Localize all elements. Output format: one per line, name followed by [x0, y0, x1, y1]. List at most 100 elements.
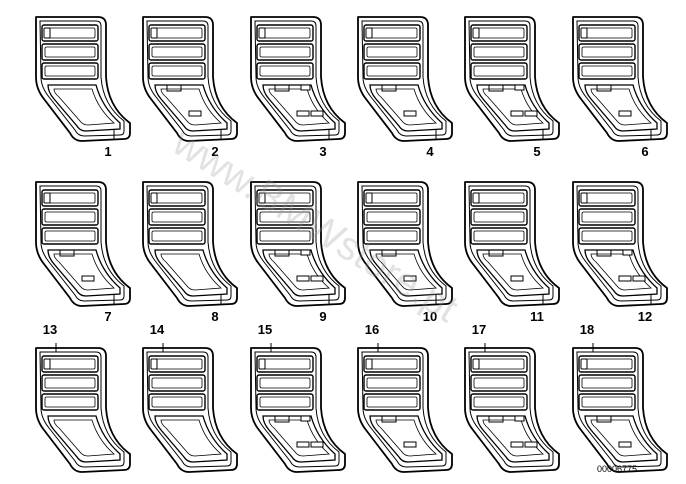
slot-3 [256, 227, 314, 245]
slot-1 [41, 189, 99, 207]
slot-2 [148, 374, 206, 392]
slot-1 [363, 24, 421, 42]
switch-detail-lower [296, 441, 310, 448]
switch-detail-lower [81, 275, 95, 282]
lower-tray-inset [268, 253, 330, 291]
lower-tray-inset [375, 419, 437, 457]
lower-tray [476, 415, 550, 463]
lower-tray [47, 415, 121, 463]
slot-3-inset [581, 230, 633, 242]
switch-button [580, 27, 588, 39]
switch-detail-upper [274, 416, 290, 423]
part-6: 6 [572, 16, 668, 159]
part-2: 2 [142, 16, 238, 159]
lower-tray [369, 249, 443, 297]
panel-inner-frame [576, 20, 662, 137]
switch-button [472, 358, 480, 370]
switch-detail-lower [403, 110, 417, 117]
part-number-label: 6 [641, 144, 648, 159]
slot-1 [578, 24, 636, 42]
slot-2 [363, 43, 421, 61]
part-15: 15 [250, 322, 346, 473]
switch-detail-lower-2 [632, 275, 646, 282]
slot-3-inset [366, 396, 418, 408]
lower-tray-inset [53, 419, 115, 457]
switch-button [472, 192, 480, 204]
slot-2-inset [44, 46, 96, 58]
slot-3-inset [366, 65, 418, 77]
slot-3-inset [366, 230, 418, 242]
slot-3-inset [473, 396, 525, 408]
slot-2 [148, 208, 206, 226]
part-number-label: 5 [533, 144, 540, 159]
slot-2 [578, 374, 636, 392]
lower-tray-inset [590, 88, 652, 126]
panel-inner-frame [39, 20, 125, 137]
switch-detail-upper-2 [300, 84, 311, 91]
switch-button [43, 192, 51, 204]
slot-1 [470, 24, 528, 42]
lower-tray [47, 249, 121, 297]
slot-2-inset [473, 377, 525, 389]
switch-button [365, 358, 373, 370]
slot-2-inset [44, 377, 96, 389]
part-number-label: 10 [423, 309, 437, 324]
lower-tray-inset [482, 253, 544, 291]
panel-inner-frame [576, 185, 662, 302]
slot-1 [256, 355, 314, 373]
slot-3 [148, 227, 206, 245]
panel-inner-frame [146, 20, 232, 137]
part-number-label: 7 [104, 309, 111, 324]
panel-inner-frame [254, 185, 340, 302]
slot-3-inset [151, 396, 203, 408]
slot-2-inset [44, 211, 96, 223]
slot-3 [363, 227, 421, 245]
part-number-label: 1 [104, 144, 111, 159]
switch-detail-upper-2 [514, 84, 525, 91]
slot-3 [256, 393, 314, 411]
lower-tray [154, 415, 228, 463]
lower-tray [262, 415, 336, 463]
panel-inner-frame [39, 351, 125, 468]
part-number-label: 9 [319, 309, 326, 324]
part-number-label: 11 [530, 309, 544, 324]
part-number-label: 4 [426, 144, 434, 159]
slot-3-inset [44, 230, 96, 242]
lower-tray-inset [160, 419, 222, 457]
part-number-label: 14 [150, 322, 165, 337]
part-8: 8 [142, 181, 238, 324]
panel-inner-frame [468, 20, 554, 137]
switch-button [472, 27, 480, 39]
switch-button [43, 358, 51, 370]
lower-tray-inset [53, 253, 115, 291]
part-12: 12 [572, 181, 668, 324]
slot-2-inset [151, 46, 203, 58]
part-10: 10 [357, 181, 453, 324]
part-number-label: 17 [472, 322, 486, 337]
lower-tray [369, 415, 443, 463]
slot-2-inset [473, 46, 525, 58]
switch-button [580, 358, 588, 370]
slot-2-inset [581, 377, 633, 389]
part-11: 11 [464, 181, 560, 324]
lower-tray-inset [375, 253, 437, 291]
slot-2-inset [259, 211, 311, 223]
part-number-label: 2 [211, 144, 218, 159]
switch-detail-upper [274, 250, 290, 257]
switch-detail-lower-2 [310, 441, 324, 448]
switch-detail-lower [403, 275, 417, 282]
slot-2 [470, 374, 528, 392]
switch-detail-upper [596, 250, 612, 257]
slot-3 [256, 62, 314, 80]
slot-2 [256, 208, 314, 226]
lower-tray [154, 249, 228, 297]
slot-3-inset [259, 396, 311, 408]
slot-3-inset [44, 65, 96, 77]
switch-detail-upper-2 [514, 415, 525, 422]
slot-2-inset [151, 377, 203, 389]
lower-tray [154, 84, 228, 132]
panel-inner-frame [254, 351, 340, 468]
slot-3-inset [259, 230, 311, 242]
switch-detail-lower [618, 275, 632, 282]
